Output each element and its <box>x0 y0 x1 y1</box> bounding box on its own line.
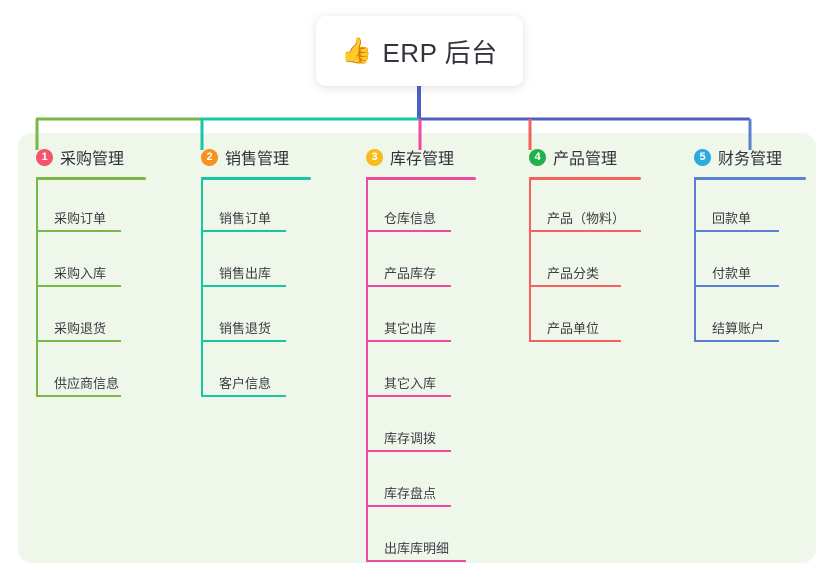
leaf-item-label: 出库库明细 <box>384 541 450 556</box>
branch-column-1: 1 采购管理 <box>36 146 146 180</box>
leaf-item[interactable]: 库存盘点 <box>366 481 451 507</box>
branch-header-rule <box>366 177 476 180</box>
branch-header-label: 库存管理 <box>390 151 455 168</box>
root-node-erp-backend[interactable]: 👍 ERP 后台 <box>316 16 523 86</box>
leaf-item-rule <box>366 450 451 452</box>
leaf-item[interactable]: 回款单 <box>694 206 779 232</box>
leaf-item-label: 回款单 <box>712 211 752 226</box>
leaf-item[interactable]: 产品（物料） <box>529 206 641 232</box>
leaf-item[interactable]: 产品单位 <box>529 316 621 342</box>
leaf-item[interactable]: 其它出库 <box>366 316 451 342</box>
leaf-item-rule <box>36 285 121 287</box>
leaf-item-rule <box>36 340 121 342</box>
branch-header-rule <box>36 177 146 180</box>
branch-header-label: 财务管理 <box>718 151 783 168</box>
leaf-item-rule <box>201 285 286 287</box>
branch-badge-2: 2 <box>201 148 218 166</box>
leaf-item-label: 销售订单 <box>219 211 272 226</box>
leaf-item-rule <box>366 505 451 507</box>
branch-column-3: 3 库存管理 <box>366 146 476 180</box>
branch-badge-3: 3 <box>366 148 383 166</box>
branch-column-5: 5 财务管理 <box>694 146 806 180</box>
branch-header-rule <box>201 177 311 180</box>
branch-header-label: 销售管理 <box>225 151 290 168</box>
leaf-item-label: 销售出库 <box>219 266 272 281</box>
leaf-item[interactable]: 仓库信息 <box>366 206 451 232</box>
leaf-item-rule <box>201 395 286 397</box>
leaf-item[interactable]: 出库库明细 <box>366 536 466 562</box>
branch-header-label: 采购管理 <box>60 151 125 168</box>
leaf-item[interactable]: 采购订单 <box>36 206 121 232</box>
leaf-item-rule <box>529 285 621 287</box>
leaf-item[interactable]: 采购入库 <box>36 261 121 287</box>
leaf-item[interactable]: 产品库存 <box>366 261 451 287</box>
leaf-item[interactable]: 产品分类 <box>529 261 621 287</box>
branch-header-rule <box>694 177 806 180</box>
leaf-item[interactable]: 供应商信息 <box>36 371 121 397</box>
leaf-item[interactable]: 库存调拨 <box>366 426 451 452</box>
leaf-item-label: 其它入库 <box>384 376 437 391</box>
leaf-item-label: 采购订单 <box>54 211 107 226</box>
leaf-item-rule <box>366 340 451 342</box>
leaf-item-label: 付款单 <box>712 266 752 281</box>
branch-header-5[interactable]: 5 财务管理 <box>694 146 782 168</box>
leaf-item[interactable]: 其它入库 <box>366 371 451 397</box>
leaf-item-rule <box>366 285 451 287</box>
leaf-item-label: 库存盘点 <box>384 486 437 501</box>
leaf-item-label: 销售退货 <box>219 321 272 336</box>
root-node-label: ERP 后台 <box>382 37 498 68</box>
leaf-item-label: 结算账户 <box>712 321 765 336</box>
branch-column-4: 4 产品管理 <box>529 146 641 180</box>
leaf-item-rule <box>36 395 121 397</box>
leaf-item-rule <box>36 230 121 232</box>
branch-header-4[interactable]: 4 产品管理 <box>529 146 617 168</box>
leaf-item-rule <box>529 340 621 342</box>
leaf-item[interactable]: 采购退货 <box>36 316 121 342</box>
branch-badge-5: 5 <box>694 148 711 166</box>
leaf-item-label: 客户信息 <box>219 376 272 391</box>
leaf-item-rule <box>694 230 779 232</box>
leaf-item-rule <box>366 395 451 397</box>
leaf-item[interactable]: 销售退货 <box>201 316 286 342</box>
leaf-item-label: 仓库信息 <box>384 211 437 226</box>
leaf-item-label: 产品库存 <box>384 266 437 281</box>
branch-badge-4: 4 <box>529 148 546 166</box>
leaf-item[interactable]: 客户信息 <box>201 371 286 397</box>
leaf-item[interactable]: 付款单 <box>694 261 779 287</box>
leaf-item-rule <box>201 340 286 342</box>
leaf-item-rule <box>529 230 641 232</box>
leaf-item-label: 采购退货 <box>54 321 107 336</box>
thumbs-up-icon: 👍 <box>341 36 373 65</box>
leaf-item-label: 其它出库 <box>384 321 437 336</box>
leaf-item-label: 产品（物料） <box>547 211 626 226</box>
branch-header-1[interactable]: 1 采购管理 <box>36 146 124 168</box>
leaf-item-rule <box>694 285 779 287</box>
leaf-item-label: 供应商信息 <box>54 376 120 391</box>
leaf-item-label: 产品分类 <box>547 266 600 281</box>
leaf-item-label: 采购入库 <box>54 266 107 281</box>
branch-column-2: 2 销售管理 <box>201 146 311 180</box>
leaf-item-rule <box>366 230 451 232</box>
leaf-item[interactable]: 销售出库 <box>201 261 286 287</box>
branch-header-rule <box>529 177 641 180</box>
leaf-item[interactable]: 销售订单 <box>201 206 286 232</box>
leaf-item[interactable]: 结算账户 <box>694 316 779 342</box>
leaf-item-label: 库存调拨 <box>384 431 437 446</box>
branch-header-label: 产品管理 <box>553 151 618 168</box>
leaf-item-rule <box>694 340 779 342</box>
branch-badge-1: 1 <box>36 148 53 166</box>
leaf-item-rule <box>366 560 466 562</box>
leaf-item-rule <box>201 230 286 232</box>
branch-header-3[interactable]: 3 库存管理 <box>366 146 454 168</box>
diagram-background-panel <box>18 133 816 563</box>
leaf-item-label: 产品单位 <box>547 321 600 336</box>
branch-header-2[interactable]: 2 销售管理 <box>201 146 289 168</box>
